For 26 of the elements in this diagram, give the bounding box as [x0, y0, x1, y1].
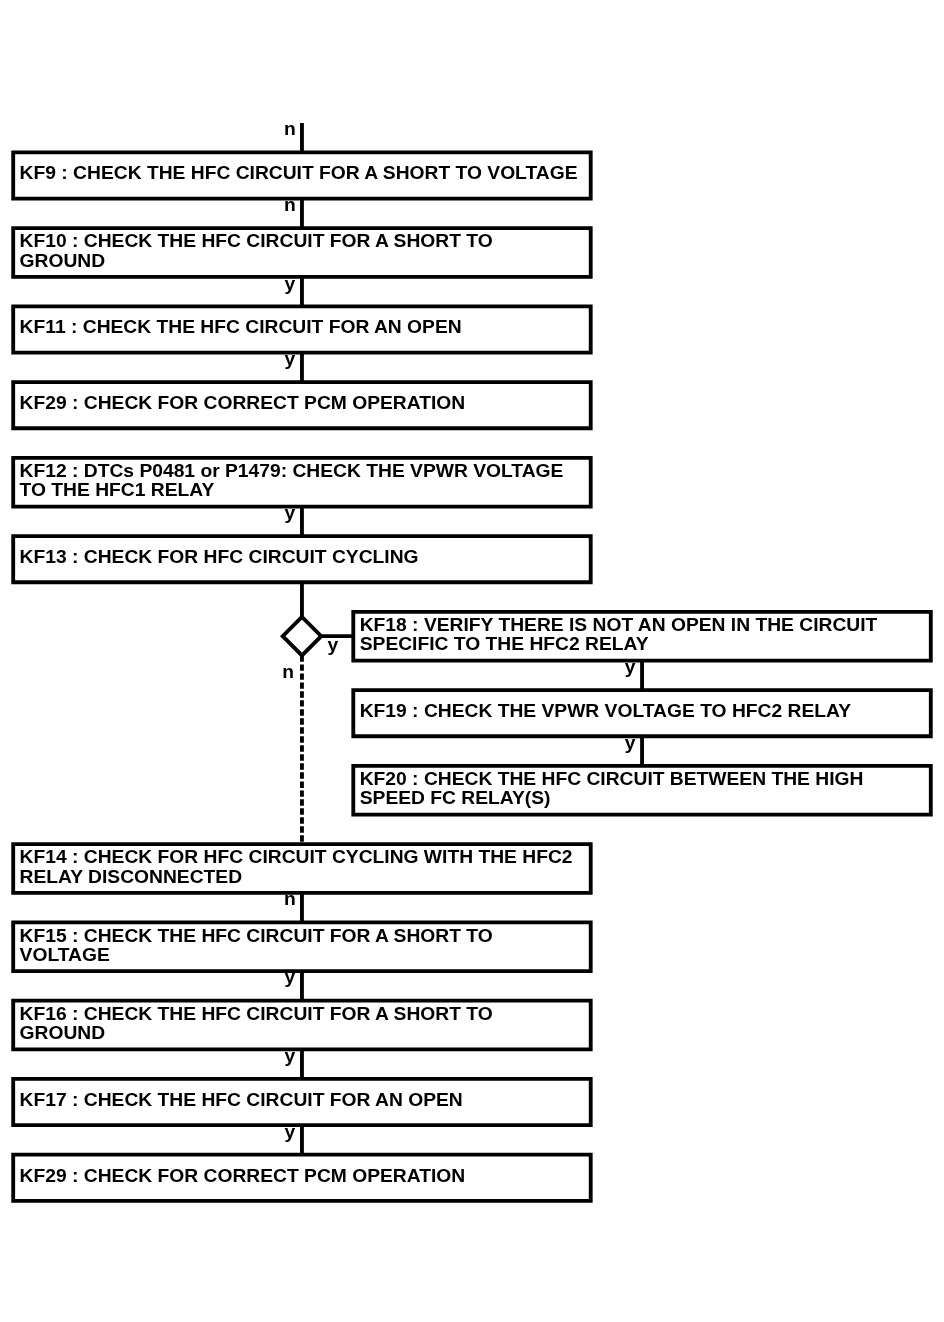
node-box: KF17 : CHECK THE HFC CIRCUIT FOR AN OPEN	[11, 1077, 593, 1128]
connector	[300, 582, 304, 617]
connector	[300, 1125, 304, 1155]
connector	[300, 655, 304, 844]
edge-label: y	[327, 633, 339, 655]
node-box: KF13 : CHECK FOR HFC CIRCUIT CYCLING	[11, 534, 593, 585]
node-box: KF29 : CHECK FOR CORRECT PCM OPERATION	[11, 380, 593, 431]
connector	[640, 660, 644, 691]
connector	[300, 892, 304, 922]
connector	[300, 1049, 304, 1079]
node-box: KF9 : CHECK THE HFC CIRCUIT FOR A SHORT TO VOLTAGE	[11, 150, 593, 201]
connector	[640, 736, 644, 766]
connector	[300, 198, 304, 228]
node-box: KF20 : CHECK THE HFC CIRCUIT BETWEEN THE HIGH SPEED FC RELAY(S)	[351, 763, 933, 817]
node-box: KF19 : CHECK THE VPWR VOLTAGE TO HFC2 RELAY	[351, 688, 933, 739]
node-box: KF11 : CHECK THE HFC CIRCUIT FOR AN OPEN	[11, 304, 593, 355]
edge-label: n	[282, 660, 295, 682]
connector	[300, 123, 304, 153]
node-diamond	[280, 614, 324, 659]
connector	[300, 506, 304, 537]
edge-label: n	[283, 118, 296, 140]
connector	[300, 352, 304, 382]
connector	[300, 971, 304, 1001]
connector	[321, 634, 354, 639]
connector	[300, 276, 304, 307]
node-box: KF29 : CHECK FOR CORRECT PCM OPERATION	[11, 1152, 593, 1203]
